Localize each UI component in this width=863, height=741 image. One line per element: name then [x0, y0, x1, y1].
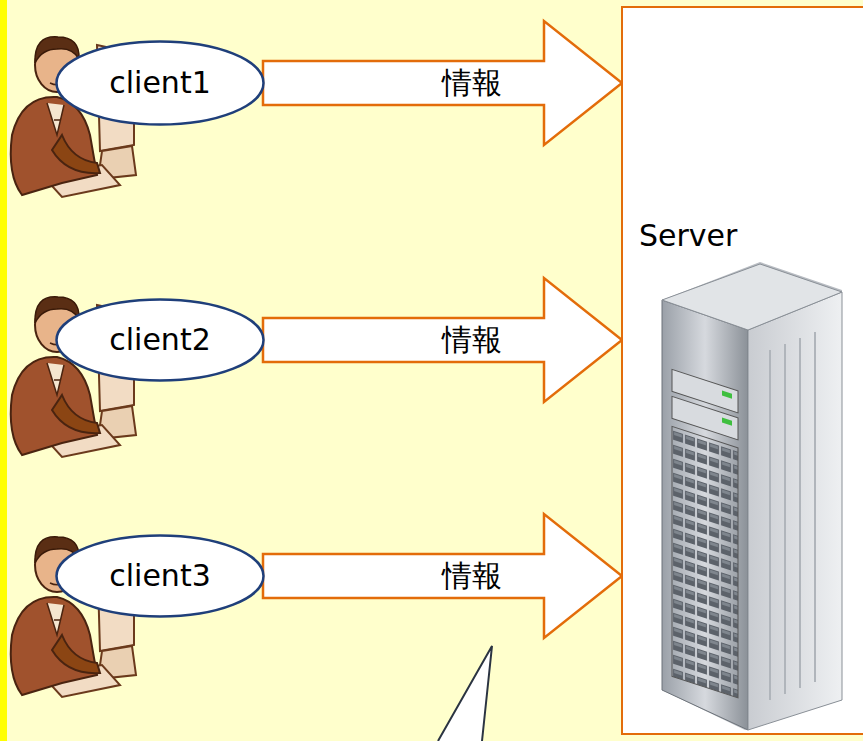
- edge-strip: [0, 0, 7, 741]
- server-box: Server: [621, 6, 863, 735]
- callout-pointer: [438, 646, 492, 741]
- block-arrow: [263, 278, 622, 402]
- client-ellipse: client1: [55, 40, 265, 126]
- arrow-label: 情報: [440, 65, 504, 101]
- arrow-label: 情報: [440, 558, 504, 594]
- block-arrow: [263, 21, 622, 145]
- client-label: client2: [109, 322, 210, 358]
- client-ellipse: client3: [55, 534, 265, 618]
- client-label: client1: [109, 65, 210, 101]
- arrow-label: 情報: [440, 322, 504, 358]
- block-arrow: [263, 514, 622, 638]
- client-ellipse: client2: [55, 298, 265, 382]
- client-label: client3: [109, 558, 210, 594]
- server-label: Server: [639, 218, 737, 254]
